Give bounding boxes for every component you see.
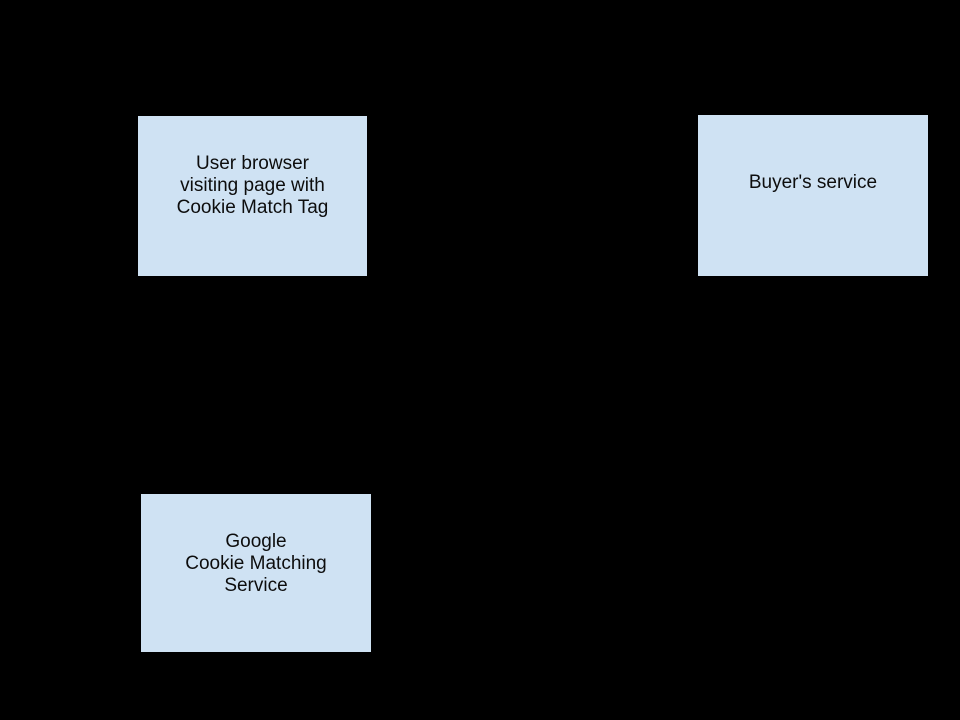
node-google-cookie-matching-service: Google Cookie Matching Service xyxy=(140,493,372,653)
node-buyers-service-label: Buyer's service xyxy=(748,171,878,193)
node-buyers-service: Buyer's service xyxy=(697,114,929,277)
node-google-cookie-matching-service-label: Google Cookie Matching Service xyxy=(185,531,327,596)
node-user-browser-label: User browser visiting page with Cookie M… xyxy=(176,153,329,218)
node-user-browser: User browser visiting page with Cookie M… xyxy=(137,115,368,277)
